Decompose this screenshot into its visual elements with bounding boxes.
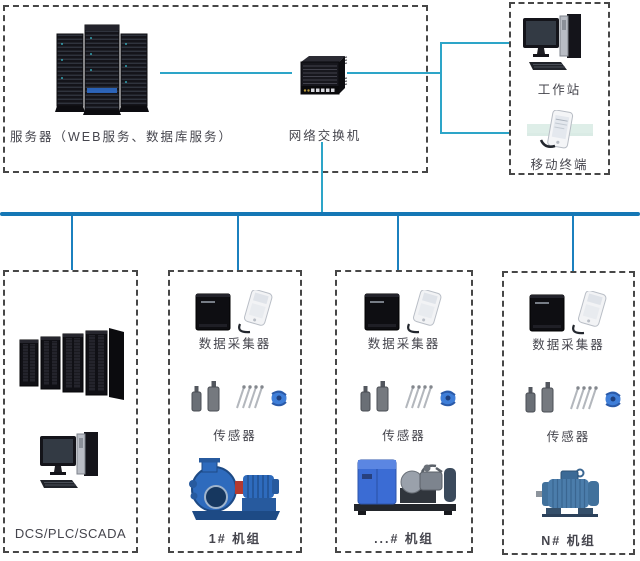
network-bus-line: [0, 212, 640, 216]
machine-label: ...# 机组: [374, 532, 434, 546]
server-cluster-icon: [55, 22, 151, 116]
data-collector-icon: [188, 290, 288, 335]
branch-to-workstation: [441, 42, 509, 44]
link-switch-clients: [347, 72, 441, 74]
machine-label: 1# 机组: [208, 532, 262, 546]
rack-row-icon: [16, 322, 128, 402]
pump-icon: [184, 456, 290, 526]
compressor-icon: [352, 454, 460, 518]
drop-to-unitn: [572, 216, 574, 271]
unitx-box: 数据采集器: [335, 270, 473, 553]
scada-desktop-icon: [37, 430, 107, 494]
unitn-box: 数据采集器: [502, 271, 635, 555]
collector-label: 数据采集器: [367, 337, 441, 351]
data-collector-icon: [357, 290, 457, 335]
server-area-label: 服务器（WEB服务、数据库服务）: [10, 130, 233, 144]
scada-label: DCS/PLC/SCADA: [14, 526, 127, 541]
collector-label: 数据采集器: [532, 338, 605, 352]
link-servers-switch: [160, 72, 292, 74]
drop-to-unitx: [397, 216, 399, 270]
switch-label: 网络交换机: [288, 129, 362, 143]
data-collector-icon: [522, 291, 622, 336]
sensors-label: 传感器: [546, 430, 591, 444]
scada-box: DCS/PLC/SCADA: [3, 270, 138, 553]
sensors-icon: [182, 378, 292, 416]
motor-icon: [534, 465, 608, 521]
drop-to-unit1: [237, 216, 239, 270]
collector-label: 数据采集器: [198, 337, 272, 351]
workstation-label: 工作站: [537, 83, 582, 97]
client-branch-vertical: [440, 42, 442, 134]
sensors-icon: [516, 379, 626, 417]
sensors-icon: [351, 378, 461, 416]
unit1-box: 数据采集器: [168, 270, 302, 553]
sensors-label: 传感器: [213, 429, 257, 443]
drop-to-scada: [71, 216, 73, 270]
machine-label: N# 机组: [541, 534, 596, 548]
sensors-label: 传感器: [382, 429, 426, 443]
workstation-icon: [521, 12, 589, 76]
link-switch-bus: [321, 142, 323, 213]
mobile-terminal-icon: [527, 110, 593, 152]
network-switch-icon: [293, 52, 349, 104]
branch-to-mobile: [441, 132, 509, 134]
mobile-terminal-label: 移动终端: [530, 158, 589, 172]
